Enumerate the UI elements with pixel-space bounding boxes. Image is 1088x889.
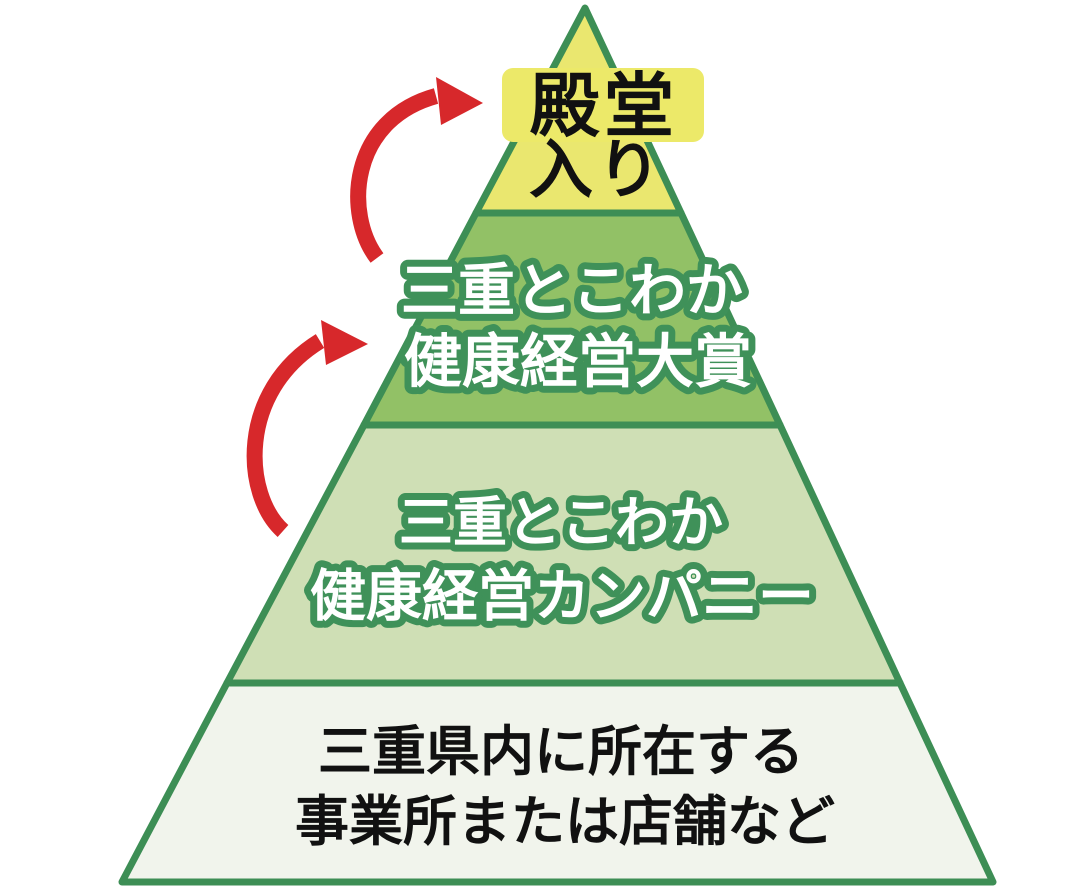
curved-up-arrow-to-tier-2 [246,320,368,537]
tier-1-label-line-2: 入り [529,134,665,206]
tier-3-label-line-2: 健康経営カンパニー [310,565,814,628]
hall-of-fame-highlight [502,68,704,142]
curved-up-arrow-to-tier-1-head-icon [436,77,483,125]
tier-2-label-line-2: 健康経営大賞 [404,330,752,395]
tier-4-base-shape [118,679,997,886]
tier-3-label-line-1: 三重とこわか [399,493,723,553]
curved-up-arrow-to-tier-2-arc [246,334,325,537]
tier-4-label-line-2: 事業所または店舗など [295,792,835,852]
curved-up-arrow-to-tier-1 [350,77,483,263]
curved-up-arrow-to-tier-2-head-icon [321,320,368,365]
tier-1-label-line-1: 殿堂 [530,67,678,145]
curved-up-arrow-to-tier-1-arc [350,88,439,263]
tier-3-company-shape [223,421,904,687]
tier-4-label-line-1: 三重県内に所在する [318,722,804,782]
tier-2-label-line-1: 三重とこわか [401,259,743,323]
